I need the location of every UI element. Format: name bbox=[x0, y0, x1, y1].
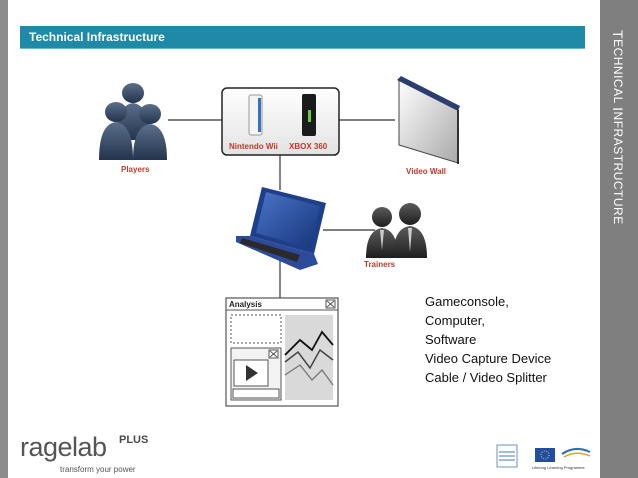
programme-text: Lifelong Learning Programme bbox=[532, 465, 585, 470]
logo-plus: PLUS bbox=[119, 434, 149, 446]
list-item: Video Capture Device bbox=[425, 351, 552, 366]
list-item: Gameconsole, bbox=[425, 294, 509, 309]
eu-flag-icon bbox=[535, 448, 555, 462]
title-bar: Technical Infrastructure bbox=[20, 26, 585, 49]
nintendo-wii-label: Nintendo Wii bbox=[229, 142, 278, 151]
sidebar-title: TECHNICAL INFRASTRUCTURE bbox=[610, 30, 626, 225]
players-icon bbox=[99, 83, 167, 160]
logo-tagline: transform your power bbox=[60, 465, 136, 474]
list-item: Software bbox=[425, 332, 477, 347]
nintendo-wii-icon bbox=[248, 94, 263, 136]
ragelab-logo: ragelab PLUS transform your power bbox=[20, 432, 148, 474]
laptop-icon bbox=[236, 187, 326, 270]
list-item: Computer, bbox=[425, 313, 485, 328]
video-wall-label: Video Wall bbox=[406, 167, 447, 176]
analysis-window bbox=[225, 297, 339, 407]
video-wall-icon bbox=[397, 76, 460, 164]
sidebar: TECHNICAL INFRASTRUCTURE bbox=[600, 0, 638, 478]
trainers-icon bbox=[366, 203, 427, 258]
list-item: Cable / Video Splitter bbox=[425, 370, 547, 385]
logo-wordmark: ragelab bbox=[20, 432, 107, 462]
partner-logo-icon bbox=[496, 444, 518, 468]
lifelong-learning-logo-icon bbox=[561, 448, 591, 458]
xbox-label: XBOX 360 bbox=[289, 142, 328, 151]
component-list: Gameconsole, Computer, Software Video Ca… bbox=[425, 292, 551, 387]
players-label: Players bbox=[121, 165, 150, 174]
trainers-label: Trainers bbox=[364, 260, 396, 269]
page-title: Technical Infrastructure bbox=[29, 30, 165, 44]
xbox-icon bbox=[302, 94, 316, 136]
connector-lines bbox=[168, 119, 395, 298]
analysis-title: Analysis bbox=[229, 300, 262, 309]
